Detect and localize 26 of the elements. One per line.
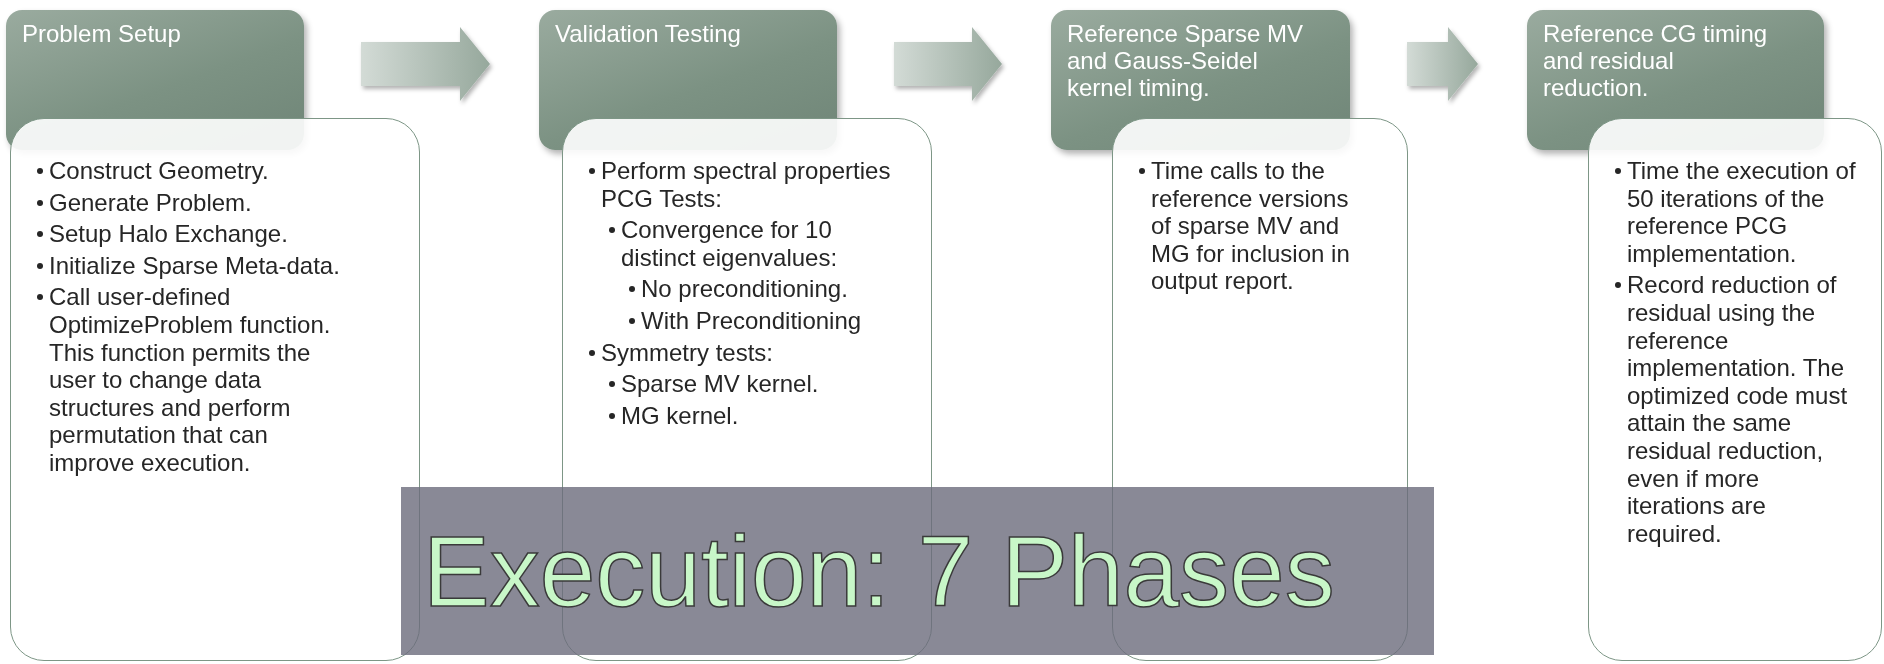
list-item: Setup Halo Exchange. [49, 220, 288, 248]
phase-detail-card [1588, 118, 1882, 661]
list-item: Convergence for 10 distinct eigenvalues: [621, 216, 838, 271]
list-item: Record reduction of residual using the reference implementation. The optimized code must attain the same residual reduction, even if more iterations are required. [1627, 271, 1848, 547]
list-item: Initialize Sparse Meta-data. [49, 251, 340, 279]
phase-detail-card [10, 118, 420, 661]
list-item: Time calls to the reference versions of sparse MV and MG for inclusion in output report. [1151, 157, 1350, 295]
block-arrow [894, 27, 1002, 101]
list-item: Symmetry tests: [601, 338, 774, 366]
list-item: Perform spectral properties PCG Tests: [601, 157, 891, 212]
list-item: Generate Problem. [49, 188, 252, 216]
list-item: MG kernel. [621, 401, 739, 429]
list-item: Call user-defined OptimizeProblem function. This function permits the user to change data structures and perform permutation that can improve execution. [49, 283, 331, 476]
list-item: Construct Geometry. [49, 157, 269, 184]
block-arrow [361, 27, 490, 101]
list-item: Sparse MV kernel. [621, 370, 819, 398]
phase-title: Reference Sparse MV and Gauss-Seidel kernel timing. [1067, 20, 1305, 102]
title-banner [401, 487, 1434, 655]
phase-title: Problem Setup [22, 20, 182, 48]
phase-title: Validation Testing [555, 20, 742, 48]
phase-title: Reference CG timing and residual reduction. [1543, 20, 1769, 102]
block-arrow [1407, 27, 1478, 101]
list-item: Time the execution of 50 iterations of the reference PCG implementation. [1627, 157, 1856, 267]
list-item: No preconditioning. [641, 275, 848, 303]
list-item: With Preconditioning [641, 306, 862, 334]
title-text: Execution: 7 Phases [423, 521, 1335, 621]
